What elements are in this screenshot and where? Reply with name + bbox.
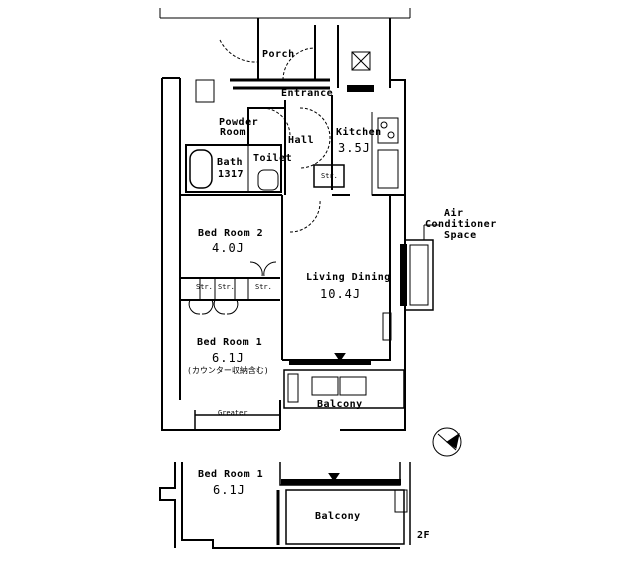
- bedroom2-label: Bed Room 2: [198, 228, 264, 239]
- kitchen-label: Kitchen: [336, 127, 382, 138]
- air-conditioner-label-2: Conditioner: [425, 219, 497, 230]
- bedroom1-note: (カウンター収納含む): [187, 366, 269, 375]
- floor-label: 2F: [417, 530, 431, 541]
- bedroom2-size: 4.0J: [212, 241, 245, 255]
- living-dining-label: Living Dining: [306, 272, 391, 283]
- powder-room-label-2: Room: [220, 127, 247, 138]
- air-conditioner-label-1: Air: [444, 208, 464, 219]
- balcony-2f-label: Balcony: [315, 511, 361, 522]
- entrance-label: Entrance: [281, 88, 334, 99]
- toilet-label: Toilet: [253, 153, 293, 164]
- kitchen-size: 3.5J: [338, 141, 371, 155]
- storage-label: Str.: [321, 172, 338, 180]
- bath-label: Bath: [217, 157, 244, 168]
- bath-size: 1317: [218, 169, 245, 180]
- powder-room-label-1: Powder: [219, 117, 259, 128]
- closet-label-1: Str.: [196, 283, 213, 291]
- bedroom1-2f-size: 6.1J: [213, 483, 246, 497]
- greater-label: Greater: [218, 409, 248, 417]
- closet-label-3: Str.: [255, 283, 272, 291]
- bedroom1-2f-label: Bed Room 1: [198, 469, 264, 480]
- balcony-label: Balcony: [317, 399, 363, 410]
- living-dining-size: 10.4J: [320, 287, 362, 301]
- bedroom1-label: Bed Room 1: [197, 337, 263, 348]
- closet-label-2: Str.: [218, 283, 235, 291]
- porch-label: Porch: [262, 49, 295, 60]
- hall-label: Hall: [288, 135, 315, 146]
- bedroom1-size: 6.1J: [212, 351, 245, 365]
- air-conditioner-label-3: Space: [444, 230, 477, 241]
